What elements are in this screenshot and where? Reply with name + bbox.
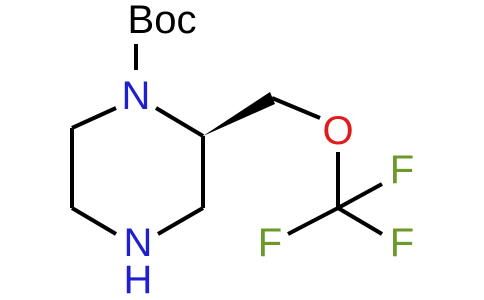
atom-label-h4: H <box>124 258 153 300</box>
bond-cf3-f-right <box>336 206 384 236</box>
atom-label-boc: Boc <box>128 0 197 42</box>
bonds <box>70 44 384 236</box>
bond-c3-n4 <box>156 206 205 236</box>
atom-label-n1: N <box>122 74 151 118</box>
atom-label-f-right: F <box>390 221 414 265</box>
bond-n1-c2 <box>154 106 205 138</box>
atom-label-o: O <box>322 109 353 153</box>
bond-cf3-f-top <box>337 182 383 210</box>
atom-labels: Boc N N H O F F F <box>122 0 415 300</box>
atom-label-n4: N <box>124 221 153 265</box>
bond-cf3-f-left <box>287 206 339 236</box>
bond-c5-n4 <box>70 206 118 236</box>
bond-n1-c6 <box>71 106 117 130</box>
atom-label-f-left: F <box>258 221 282 265</box>
bond-ch2-o <box>271 96 321 120</box>
atom-label-f-top: F <box>390 148 414 192</box>
wedge-bond-c2-ch2 <box>203 92 275 136</box>
